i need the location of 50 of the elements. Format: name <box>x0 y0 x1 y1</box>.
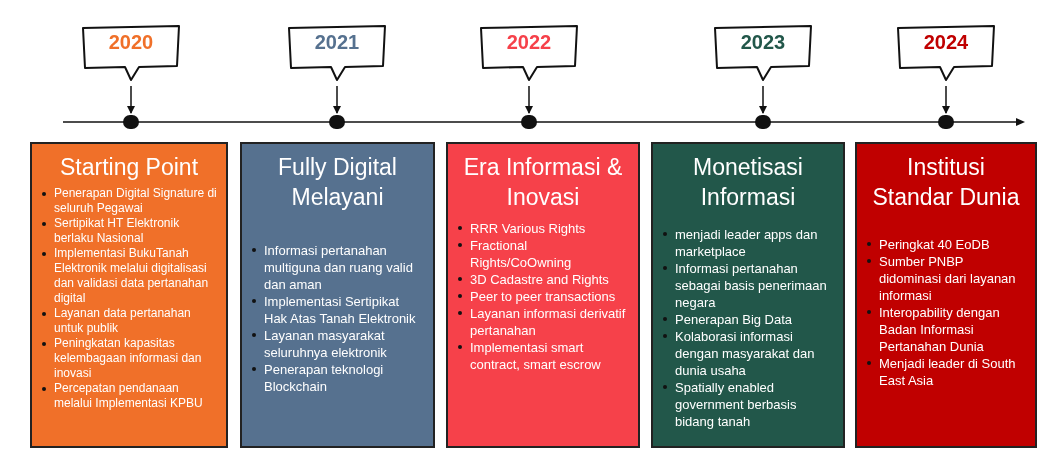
bullet-item: Layanan masyarakat seluruhnya elektronik <box>264 327 388 361</box>
bullet-item: Peningkatan kapasitas kelembagaan informasi dan inovasi <box>54 336 203 381</box>
bullet-item: RRR Various Rights <box>470 220 586 237</box>
bullet-item: 3D Cadastre and Rights <box>470 271 609 288</box>
arrow <box>525 85 533 114</box>
speech-bubble <box>287 22 387 82</box>
bullet-item: Penerapan Digital Signature di seluruh Pegawai <box>54 186 218 216</box>
bullet-item: Peer to peer transactions <box>470 288 616 305</box>
speech-bubble <box>896 22 996 82</box>
bullet-item: Sertipikat HT Elektronik berlaku Nasional <box>54 216 181 246</box>
speech-bubble <box>479 22 579 82</box>
card-heading: Starting Point <box>59 153 199 182</box>
card-heading: Institusi Standar Dunia <box>871 153 1021 212</box>
card-heading: Monetisasi Informasi <box>692 153 804 212</box>
bullet-item: Implementasi smart contract, smart escrow <box>470 339 602 373</box>
bullet-item: Penerapan teknologi Blockchain <box>264 361 385 395</box>
bullet-item: Peringkat 40 EoDB <box>879 236 990 253</box>
bullet-item: Spatially enabled government berbasis bidang tanah <box>675 379 798 430</box>
phase-card <box>651 142 845 448</box>
year-label: 2023 <box>740 32 786 52</box>
bullet-item: Percepatan pendanaan melalui Implementasi KPBU <box>54 381 204 411</box>
bullet-item: Kolaborasi informasi dengan masyarakat dan dunia usaha <box>675 328 816 379</box>
phase-card <box>30 142 228 448</box>
bullet-item: Layanan data pertanahan untuk publik <box>54 306 192 336</box>
card-heading: Fully Digital Melayani <box>277 153 398 212</box>
bullet-item: Sumber PNBP didominasi dari layanan informasi <box>879 253 1017 304</box>
bullet-item: Penerapan Big Data <box>675 311 793 328</box>
arrow <box>759 85 767 114</box>
speech-bubble <box>81 22 181 82</box>
phase-card <box>240 142 435 448</box>
year-label: 2020 <box>108 32 154 52</box>
bullet-item: Interopability dengan Badan Informasi Pertanahan Dunia <box>879 304 1001 355</box>
bullet-item: menjadi leader apps dan marketplace <box>675 226 819 260</box>
bullet-item: Layanan informasi derivatif pertanahan <box>470 305 627 339</box>
arrow <box>333 85 341 114</box>
bullet-item: Informasi pertanahan multiguna dan ruang valid dan aman <box>264 242 414 293</box>
card-heading: Era Informasi & Inovasi <box>462 153 624 212</box>
bullet-item: Fractional Rights/CoOwning <box>470 237 573 271</box>
phase-card <box>855 142 1037 448</box>
bullet-item: Implementasi BukuTanah Elektronik melalui digitalisasi dan validasi data pertanahan digital <box>54 246 210 306</box>
arrow <box>127 85 135 114</box>
speech-bubble <box>713 22 813 82</box>
bullet-item: Implementasi Sertipikat Hak Atas Tanah Elektronik <box>264 293 417 327</box>
arrow <box>942 85 950 114</box>
year-label: 2022 <box>506 32 552 52</box>
year-label: 2021 <box>314 32 360 52</box>
phase-card <box>446 142 640 448</box>
year-label: 2024 <box>923 32 969 52</box>
bullet-item: Menjadi leader di South East Asia <box>879 355 1017 389</box>
bullet-item: Informasi pertanahan sebagai basis penerimaan negara <box>675 260 828 311</box>
